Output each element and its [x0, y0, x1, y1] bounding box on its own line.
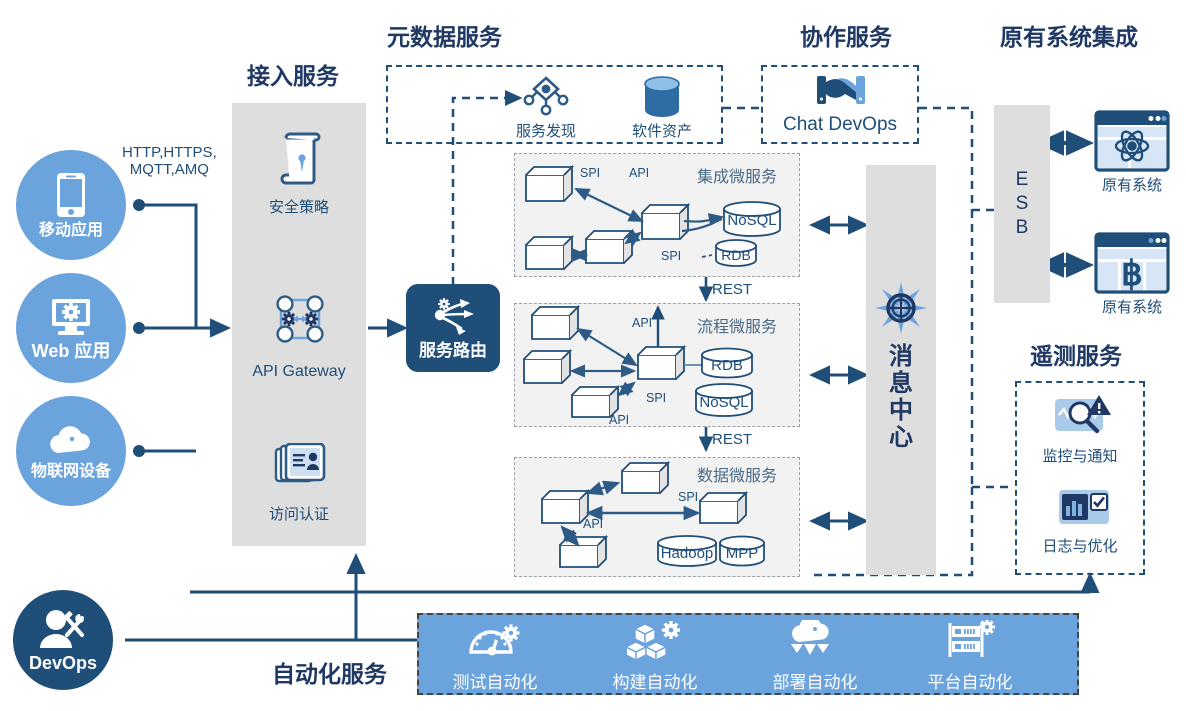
protocol-line2: MQTT,AMQ [129, 161, 209, 179]
msg-char: 息 [889, 369, 913, 397]
access-item-label: 安全策略 [268, 199, 329, 216]
automation-item-platform[interactable]: 平台自动化 [895, 619, 1045, 693]
id-card-icon [274, 443, 326, 483]
client-mobile-app[interactable]: 移动应用 [16, 150, 126, 260]
svg-text:฿: ฿ [1121, 255, 1143, 293]
message-center-label: 消 息 中 心 [889, 343, 913, 452]
client-label: 物联网设备 [30, 463, 111, 480]
client-label: 移动应用 [38, 222, 103, 239]
automation-item-deploy[interactable]: 部署自动化 [740, 616, 890, 693]
mobile-phone-icon [57, 173, 85, 217]
telemetry-services-box [1015, 381, 1145, 575]
cloud-deploy-icon [791, 616, 829, 655]
metadata-item-label: 软件资产 [631, 123, 692, 140]
edge-label-api: API [629, 166, 650, 180]
microservice-group-3-graph: Hadoop MPP [541, 460, 765, 568]
esb-char: E [1015, 169, 1029, 191]
rest-label-1: REST [712, 281, 753, 298]
section-title-access: 接入服务 [247, 63, 339, 89]
gauge-gear-icon [469, 624, 520, 656]
legacy-system-label: 原有系统 [1101, 177, 1162, 194]
section-title-telemetry: 遥测服务 [1030, 343, 1122, 369]
svg-text:MPP: MPP [726, 545, 759, 562]
esb-panel: E S B [994, 105, 1050, 303]
scroll-certificate-icon [280, 132, 321, 185]
rest-label-2: REST [712, 431, 753, 448]
automation-item-label: 部署自动化 [772, 673, 858, 692]
esb-char: S [1015, 193, 1029, 215]
atom-browser-icon [1094, 110, 1170, 172]
microservice-title: 集成微服务 [697, 169, 778, 186]
svg-text:NoSQL: NoSQL [699, 394, 748, 411]
service-router[interactable]: 服务路由 [406, 284, 500, 372]
automation-item-test[interactable]: 测试自动化 [420, 620, 570, 693]
svg-text:RDB: RDB [711, 357, 743, 374]
microservice-title: 数据微服务 [697, 468, 778, 485]
database-cylinder-icon [644, 76, 680, 117]
svg-text:Hadoop: Hadoop [661, 545, 714, 562]
automation-item-label: 测试自动化 [452, 673, 538, 692]
automation-item-label: 平台自动化 [927, 673, 1013, 692]
message-center: 消 息 中 心 [866, 165, 936, 575]
automation-item-label: 构建自动化 [612, 673, 698, 692]
bitcoin-browser-icon: ฿ [1094, 232, 1170, 294]
person-tools-icon [40, 610, 84, 648]
monitor-alert-icon [1055, 395, 1111, 434]
metadata-item-label: 服务发现 [515, 123, 576, 140]
edge-label-api: API [632, 316, 653, 330]
section-title-collab: 协作服务 [800, 24, 892, 50]
esb-char: B [1015, 216, 1029, 238]
api-gateway-icon [276, 295, 324, 343]
section-title-metadata: 元数据服务 [387, 24, 502, 50]
access-item-label: API Gateway [252, 363, 346, 380]
client-web-app[interactable]: Web 应用 [16, 273, 126, 383]
chart-check-icon [1059, 490, 1109, 524]
edge-label-spi: SPI [678, 490, 699, 504]
collab-item-label: Chat DevOps [782, 114, 898, 135]
edge-label-spi2: SPI [661, 249, 682, 263]
automation-item-build[interactable]: 构建自动化 [580, 620, 730, 693]
edge-label-api: API [583, 517, 604, 531]
telemetry-item-label: 日志与优化 [1042, 538, 1118, 555]
devops-actor[interactable]: DevOps [13, 590, 113, 690]
compass-icon [875, 282, 927, 334]
microservice-group-1-graph: NoSQL RDB [525, 164, 781, 270]
client-label: Web 应用 [31, 341, 111, 361]
legacy-system-label: 原有系统 [1101, 299, 1162, 316]
msg-char: 心 [889, 423, 913, 451]
section-title-automation: 自动化服务 [272, 661, 387, 687]
telemetry-item-label: 监控与通知 [1042, 448, 1118, 465]
routing-icon [434, 298, 474, 335]
collaboration-services-box [761, 65, 919, 144]
microservice-title: 流程微服务 [697, 319, 778, 336]
protocol-label: HTTP,HTTPS, MQTT,AMQ [122, 144, 217, 179]
edge-label-spi: SPI [646, 391, 667, 405]
server-rack-gear-icon [948, 619, 995, 657]
svg-text:RDB: RDB [721, 247, 751, 263]
service-router-label: 服务路由 [419, 341, 487, 360]
devops-label: DevOps [28, 653, 98, 673]
client-iot-device[interactable]: 物联网设备 [16, 396, 126, 506]
desktop-gear-icon [52, 299, 90, 335]
cloud-gear-icon [50, 426, 90, 453]
edge-label-api2: API [609, 413, 630, 427]
section-title-legacy: 原有系统集成 [1000, 24, 1138, 50]
protocol-line1: HTTP,HTTPS, [122, 144, 217, 161]
msg-char: 中 [889, 396, 913, 424]
service-discovery-icon [523, 76, 569, 116]
svg-text:NoSQL: NoSQL [727, 212, 776, 229]
access-item-label: 访问认证 [268, 506, 329, 523]
edge-label-spi: SPI [580, 166, 601, 180]
microservice-group-2-graph: RDB NoSQL [523, 304, 753, 418]
msg-char: 消 [889, 343, 913, 370]
handshake-icon [817, 76, 865, 104]
metadata-services-box [386, 65, 723, 144]
blocks-gear-icon [624, 621, 680, 662]
